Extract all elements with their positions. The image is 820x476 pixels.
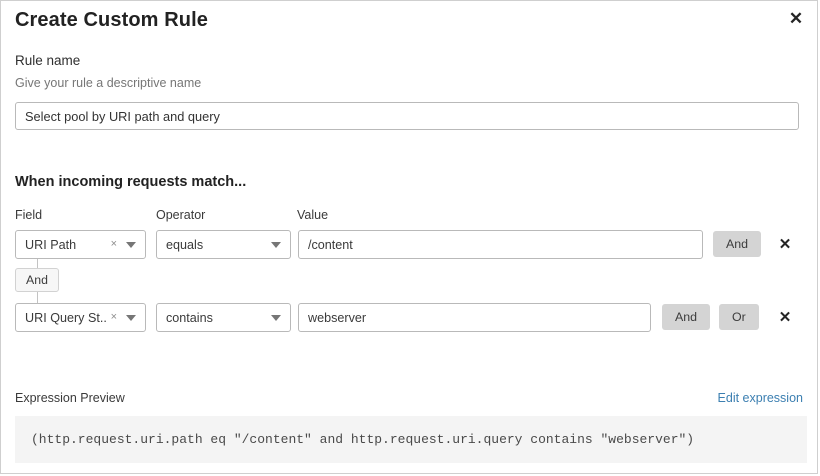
match-section-heading: When incoming requests match... — [15, 174, 247, 190]
remove-row-2-icon[interactable]: ✕ — [774, 303, 796, 331]
clear-icon[interactable]: × — [110, 311, 117, 323]
value-input-1[interactable] — [298, 230, 703, 259]
rule-name-sublabel: Give your rule a descriptive name — [15, 76, 202, 90]
dialog-title: Create Custom Rule — [15, 9, 208, 31]
field-select-2-value: URI Query St... — [25, 310, 107, 325]
chevron-down-icon[interactable] — [271, 241, 281, 248]
field-select-1[interactable]: URI Path × — [15, 230, 146, 259]
field-select-2[interactable]: URI Query St... × — [15, 303, 146, 332]
expression-preview-code: (http.request.uri.path eq "/content" and… — [15, 416, 807, 463]
condition-row: URI Query St... × contains And Or ✕ — [1, 303, 817, 333]
connector-and-badge[interactable]: And — [15, 268, 59, 292]
chevron-down-icon[interactable] — [271, 314, 281, 321]
and-button-row-1[interactable]: And — [713, 231, 762, 257]
or-button-row-2[interactable]: Or — [719, 304, 759, 330]
chevron-down-icon[interactable] — [126, 314, 136, 321]
rule-name-input[interactable] — [15, 102, 799, 130]
column-header-field: Field — [15, 208, 43, 222]
condition-row: URI Path × equals And ✕ — [1, 230, 817, 260]
operator-select-1-value: equals — [166, 237, 204, 252]
remove-row-1-icon[interactable]: ✕ — [774, 230, 796, 258]
operator-select-2-value: contains — [166, 310, 213, 325]
and-button-row-2[interactable]: And — [662, 304, 711, 330]
connector-line — [37, 259, 38, 268]
edit-expression-link[interactable]: Edit expression — [717, 391, 803, 405]
value-input-2[interactable] — [298, 303, 651, 332]
close-icon[interactable]: ✕ — [784, 6, 808, 30]
operator-select-1[interactable]: equals — [156, 230, 291, 259]
field-select-1-value: URI Path — [25, 237, 77, 252]
column-header-operator: Operator — [156, 208, 206, 222]
connector-line — [37, 292, 38, 303]
rule-name-label: Rule name — [15, 53, 81, 68]
operator-select-2[interactable]: contains — [156, 303, 291, 332]
column-header-value: Value — [297, 208, 329, 222]
clear-icon[interactable]: × — [110, 238, 117, 250]
expression-preview-label: Expression Preview — [15, 391, 125, 405]
chevron-down-icon[interactable] — [126, 241, 136, 248]
